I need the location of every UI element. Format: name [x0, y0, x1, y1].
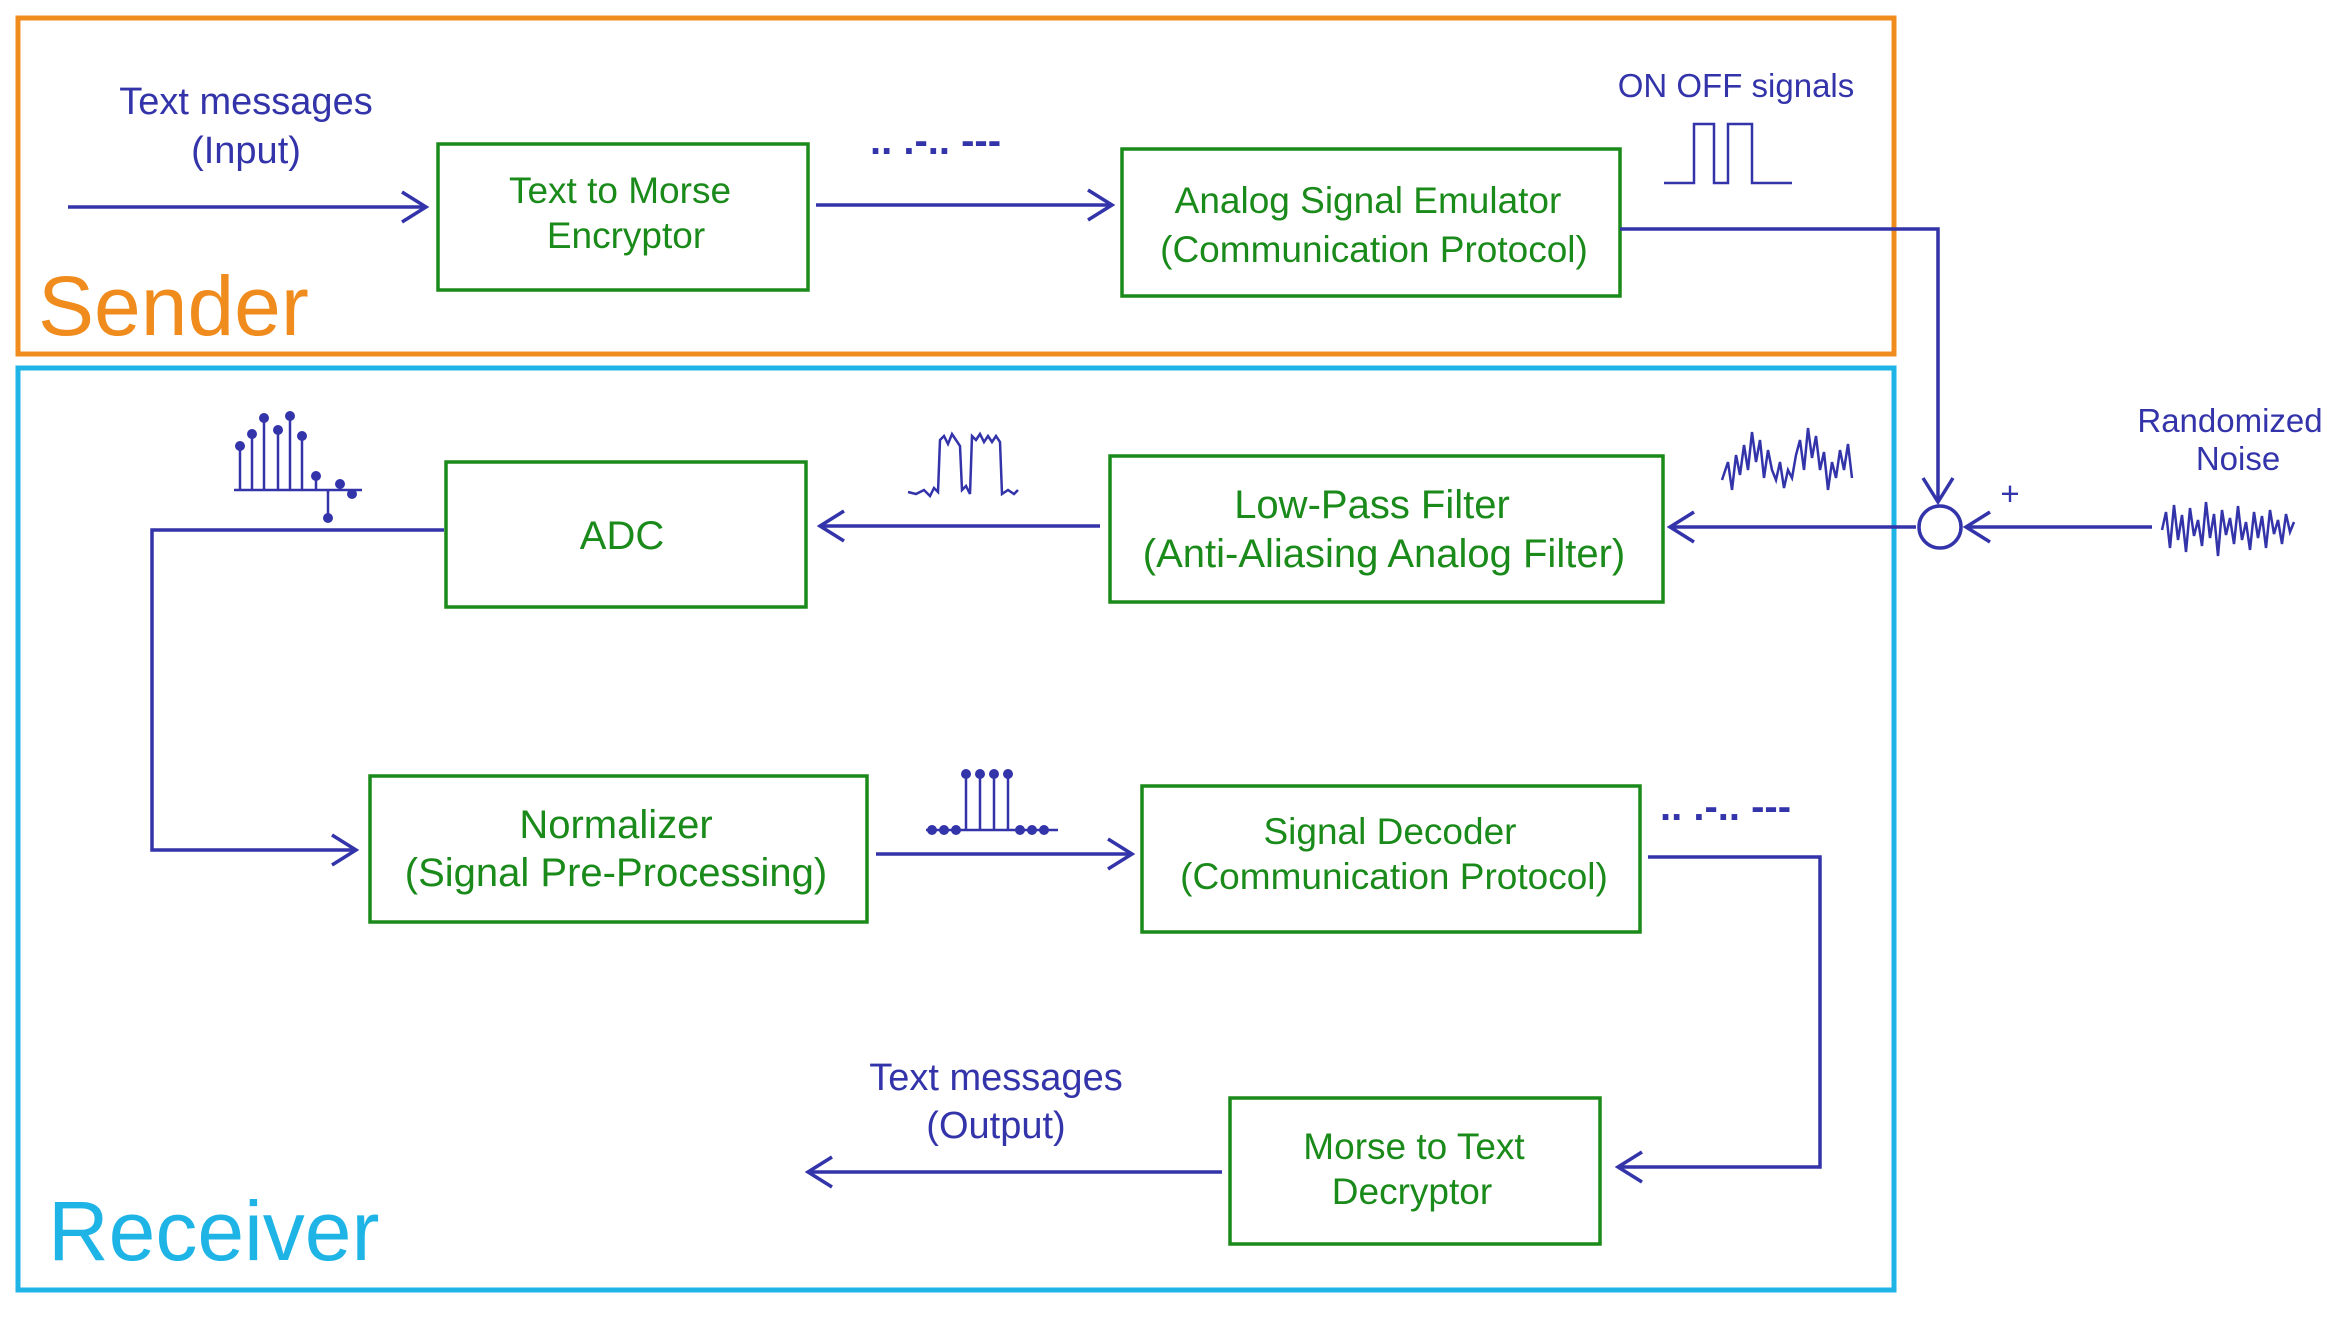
block-label: (Signal Pre-Processing)	[405, 851, 827, 895]
morse-code-sender: .. .-.. ---	[870, 119, 1001, 163]
arrowhead	[1614, 1150, 1643, 1184]
block-label: Morse to Text	[1303, 1126, 1525, 1167]
arrowhead	[1666, 510, 1695, 544]
morse-to-text-block: Morse to Text Decryptor	[1228, 1096, 1602, 1246]
adc-block: ADC	[444, 460, 808, 609]
plus-sign: +	[2000, 475, 2019, 512]
arrowhead	[816, 509, 845, 543]
normalized-signal-icon	[926, 769, 1058, 835]
low-pass-filter-block: Low-Pass Filter (Anti-Aliasing Analog Fi…	[1108, 454, 1665, 604]
filtered-signal-icon	[907, 431, 1019, 499]
block-label: (Communication Protocol)	[1160, 229, 1588, 270]
block-label: Encryptor	[547, 215, 705, 256]
text-to-morse-block: Text to Morse Encryptor	[436, 142, 810, 292]
block-label: Decryptor	[1332, 1171, 1492, 1212]
receiver-frame	[15, 365, 1897, 1293]
arrowhead	[1962, 510, 1991, 544]
arrowhead	[1921, 477, 1955, 506]
arrowhead	[331, 833, 360, 867]
onoff-label: ON OFF signals	[1618, 67, 1855, 104]
decoder-to-decryptor-wire	[1620, 855, 1822, 1169]
noise-label: Randomized	[2137, 402, 2322, 439]
analog-signal-emulator-block: Analog Signal Emulator (Communication Pr…	[1120, 147, 1622, 298]
signal-decoder-block: Signal Decoder (Communication Protocol)	[1140, 784, 1642, 934]
block-label: (Communication Protocol)	[1180, 856, 1608, 897]
arrowhead	[1107, 837, 1136, 871]
morse-code-receiver: .. .-.. ---	[1660, 785, 1791, 829]
input-label: (Input)	[191, 130, 301, 172]
arrowhead	[804, 1155, 833, 1189]
output-label: (Output)	[926, 1105, 1065, 1147]
onoff-signal-icon	[1664, 122, 1792, 185]
block-label: ADC	[580, 514, 664, 558]
sender-frame	[15, 15, 1897, 357]
sender-label: Sender	[38, 259, 309, 353]
emulator-output-wire	[1620, 227, 1940, 500]
arrowhead	[1087, 188, 1116, 222]
input-label: Text messages	[119, 81, 372, 123]
block-label: Text to Morse	[509, 170, 731, 211]
block-label: Analog Signal Emulator	[1175, 180, 1562, 221]
normalizer-block: Normalizer (Signal Pre-Processing)	[368, 774, 869, 924]
output-label: Text messages	[869, 1057, 1122, 1099]
noise-label: Noise	[2196, 440, 2280, 477]
noisy-signal-icon	[1720, 427, 1854, 491]
sampled-signal-icon	[234, 411, 362, 523]
block-label: (Anti-Aliasing Analog Filter)	[1143, 532, 1625, 576]
block-label: Low-Pass Filter	[1234, 483, 1510, 527]
noise-signal-icon	[2160, 501, 2296, 557]
summing-junction	[1917, 504, 1963, 550]
receiver-label: Receiver	[48, 1184, 379, 1278]
block-label: Signal Decoder	[1264, 811, 1517, 852]
adc-to-normalizer-wire	[150, 528, 444, 852]
arrowhead	[401, 190, 430, 224]
block-label: Normalizer	[519, 803, 712, 847]
